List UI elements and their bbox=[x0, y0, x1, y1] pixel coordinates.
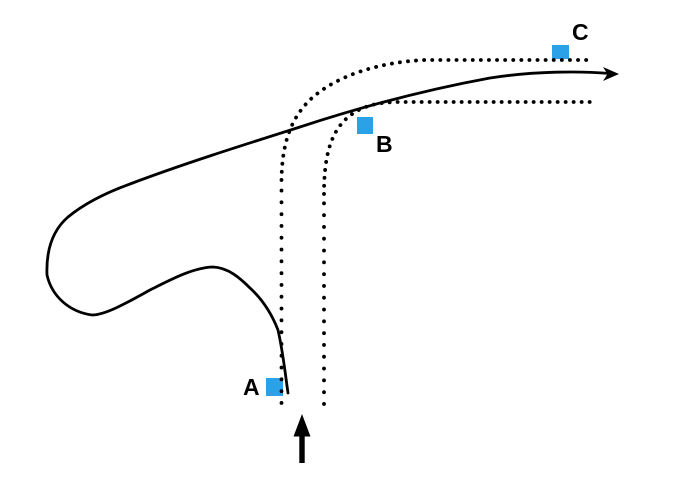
right-arrowhead-icon bbox=[603, 67, 619, 81]
label-b: B bbox=[376, 131, 393, 157]
marker-b bbox=[357, 117, 373, 134]
road-right-edge-dotted-bend bbox=[322, 100, 594, 196]
up-arrow-icon bbox=[293, 414, 311, 463]
label-c: C bbox=[572, 19, 589, 45]
marker-a bbox=[266, 378, 283, 396]
marker-c bbox=[552, 45, 569, 59]
label-a: A bbox=[243, 374, 260, 400]
trajectory-curve bbox=[45, 70, 612, 395]
road-left-edge-dotted-bend bbox=[279, 58, 589, 182]
